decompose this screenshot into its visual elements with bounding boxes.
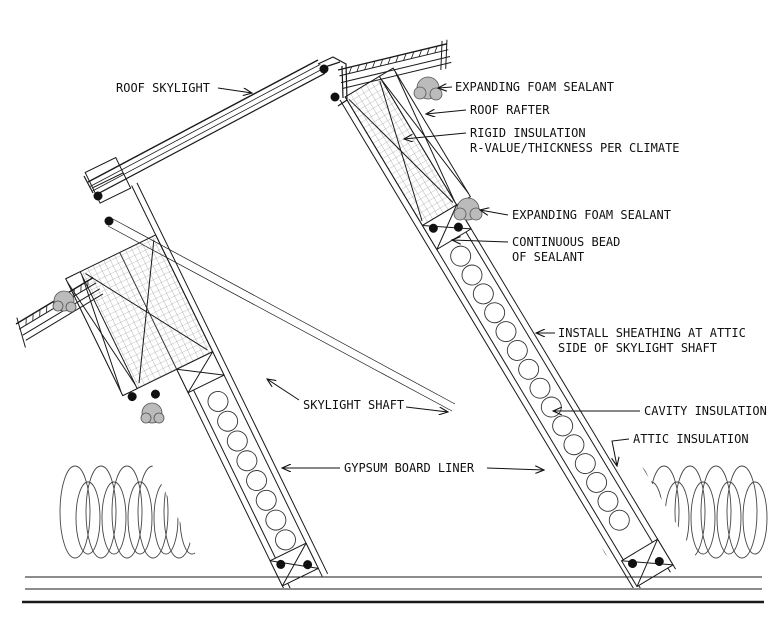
leader-skylight-shaft-right — [405, 406, 448, 412]
leader-skylight-shaft-left — [267, 379, 300, 401]
label-continuous-bead-2: OF SEALANT — [512, 250, 584, 264]
label-cavity-insulation: CAVITY INSULATION — [644, 404, 767, 418]
cavity-insulation-right — [450, 245, 630, 531]
label-roof-skylight: ROOF SKYLIGHT — [116, 81, 210, 95]
curb-gasket-dot — [319, 64, 329, 74]
label-skylight-shaft: SKYLIGHT SHAFT — [303, 398, 404, 412]
left-shaft-wall — [22, 141, 352, 588]
break-line — [440, 40, 443, 71]
label-install-sheathing-1: INSTALL SHEATHING AT ATTIC — [558, 326, 746, 340]
leader-roof-skylight — [217, 87, 252, 93]
roof-right — [337, 39, 452, 89]
sealant-dot — [303, 560, 313, 570]
label-roof-rafter: ROOF RAFTER — [470, 103, 550, 117]
leader-expanding-foam-top — [438, 87, 453, 88]
cavity-insulation-left — [207, 390, 296, 551]
sealant-dot — [428, 223, 438, 233]
foam-sealant-blob-left-upper — [52, 290, 77, 313]
foam-sealant-blob-left-lower — [140, 402, 165, 424]
leader-attic-insulation — [612, 438, 630, 466]
shingle-hatch — [348, 46, 438, 74]
label-continuous-bead-1: CONTINUOUS BEAD — [512, 235, 620, 249]
break-line — [445, 39, 448, 69]
curb-gasket-dot — [330, 92, 340, 102]
skylight-glazing — [83, 59, 326, 196]
foam-sealant-blob-top — [413, 76, 443, 101]
label-expanding-foam-mid: EXPANDING FOAM SEALANT — [512, 208, 671, 222]
right-curb — [317, 56, 348, 107]
right-shaft-wall — [331, 58, 701, 588]
sealant-dot — [453, 222, 463, 232]
ceiling-assembly — [22, 576, 764, 604]
right-wall-gypsum-line — [339, 99, 637, 588]
leader-rigid-insulation — [404, 132, 467, 139]
sealant-dot — [654, 556, 664, 566]
label-rigid-insulation-1: RIGID INSULATION — [470, 126, 586, 140]
sealant-dot — [150, 389, 160, 399]
leader-expanding-foam-mid — [480, 210, 509, 215]
shaft-interior-lines — [107, 218, 456, 412]
annotations: ROOF SKYLIGHT EXPANDING FOAM SEALANT ROO… — [116, 80, 767, 475]
leader-continuous-bead — [452, 240, 509, 242]
sealant-dot — [628, 559, 638, 569]
label-rigid-insulation-2: R-VALUE/THICKNESS PER CLIMATE — [470, 141, 680, 155]
glazing-end-cap — [83, 175, 94, 194]
curb-gasket-dot — [93, 191, 103, 201]
label-attic-insulation: ATTIC INSULATION — [633, 432, 749, 446]
sealant-dot — [276, 559, 286, 569]
leader-gypsum-right — [486, 468, 544, 470]
left-curb — [93, 191, 114, 226]
leader-roof-rafter — [426, 110, 467, 114]
break-line — [16, 317, 26, 348]
label-gypsum-board-liner: GYPSUM BOARD LINER — [344, 461, 475, 475]
curb-gasket-dot — [104, 216, 114, 226]
sealant-dot — [127, 392, 137, 402]
label-expanding-foam-top: EXPANDING FOAM SEALANT — [455, 80, 614, 94]
label-install-sheathing-2: SIDE OF SKYLIGHT SHAFT — [558, 341, 717, 355]
